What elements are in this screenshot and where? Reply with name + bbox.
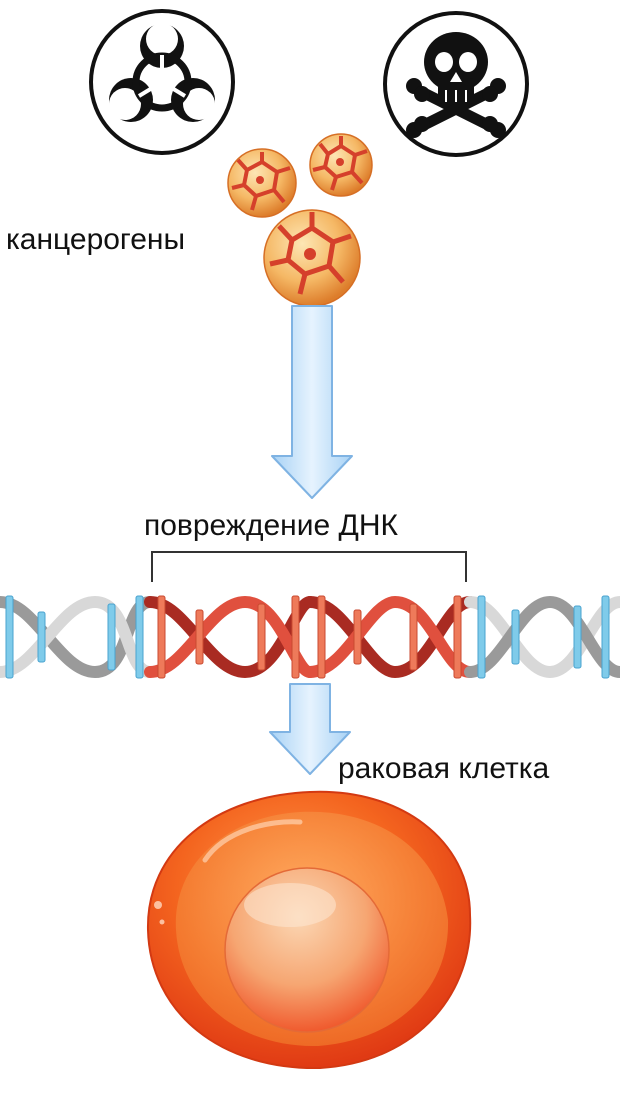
carcinogen-particle — [309, 133, 373, 197]
cancer-cell — [146, 790, 472, 1070]
arrow-down-2 — [269, 683, 351, 775]
dna-normal-right — [464, 595, 620, 679]
carcinogen-particle — [263, 209, 361, 307]
label-cancer-cell: раковая клетка — [338, 752, 550, 785]
skull-crossbones-icon — [383, 11, 529, 157]
label-carcinogens: канцерогены — [6, 223, 186, 256]
carcinogen-particle — [227, 148, 297, 218]
arrow-down-1 — [271, 305, 353, 499]
biohazard-icon — [89, 9, 235, 155]
dna-helix — [0, 595, 620, 679]
label-dna-damage: повреждение ДНК — [144, 509, 398, 542]
dna-damaged — [144, 595, 476, 679]
damage-bracket — [151, 551, 467, 582]
dna-normal-left — [0, 595, 156, 679]
